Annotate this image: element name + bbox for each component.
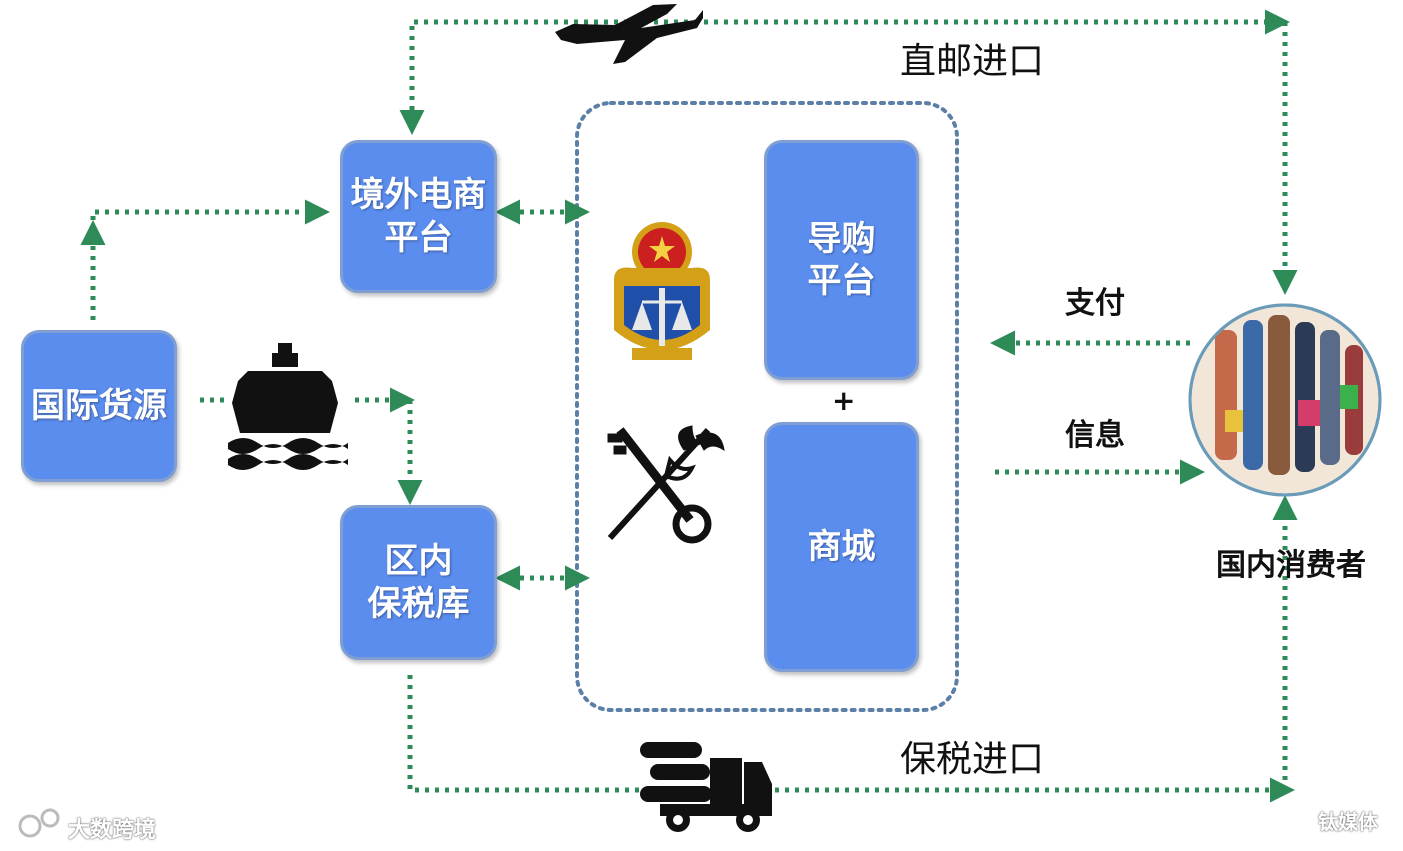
consumer-label: 国内消费者 [1216,540,1366,584]
guide-platform-box: 导购平台 [764,140,919,380]
truck-icon [640,742,772,832]
guide-platform-label: 导购平台 [808,218,876,303]
plus-sign: + [832,384,855,417]
direct-mail-label: 直邮进口 [900,32,1044,84]
arrow-source-to-overseas [93,212,325,320]
overseas-platform-label: 境外电商平台 [351,174,487,259]
mall-box: 商城 [764,422,919,672]
watermark-logo-icon [20,810,58,836]
mall-label: 商城 [808,526,876,569]
bonded-warehouse-box: 区内保税库 [340,505,497,660]
airplane-icon [555,4,703,64]
source-box: 国际货源 [21,330,177,482]
payment-label: 支付 [1065,278,1125,322]
customs-emblem-icon [614,222,710,360]
customs-key-icon [608,426,724,540]
bonded-import-label: 保税进口 [900,730,1044,782]
ship-icon [228,343,348,470]
source-label: 国际货源 [31,385,167,428]
bonded-warehouse-label: 区内保税库 [368,540,470,625]
arrow-direct-mail [412,22,1285,130]
overseas-platform-box: 境外电商平台 [340,140,497,293]
watermark-right: 钛媒体 [1318,806,1378,835]
watermark-left: 大数跨境 [68,812,156,844]
info-label: 信息 [1065,410,1125,454]
shoppers-photo [1190,305,1380,495]
arrow-bonded-import [410,675,1290,790]
